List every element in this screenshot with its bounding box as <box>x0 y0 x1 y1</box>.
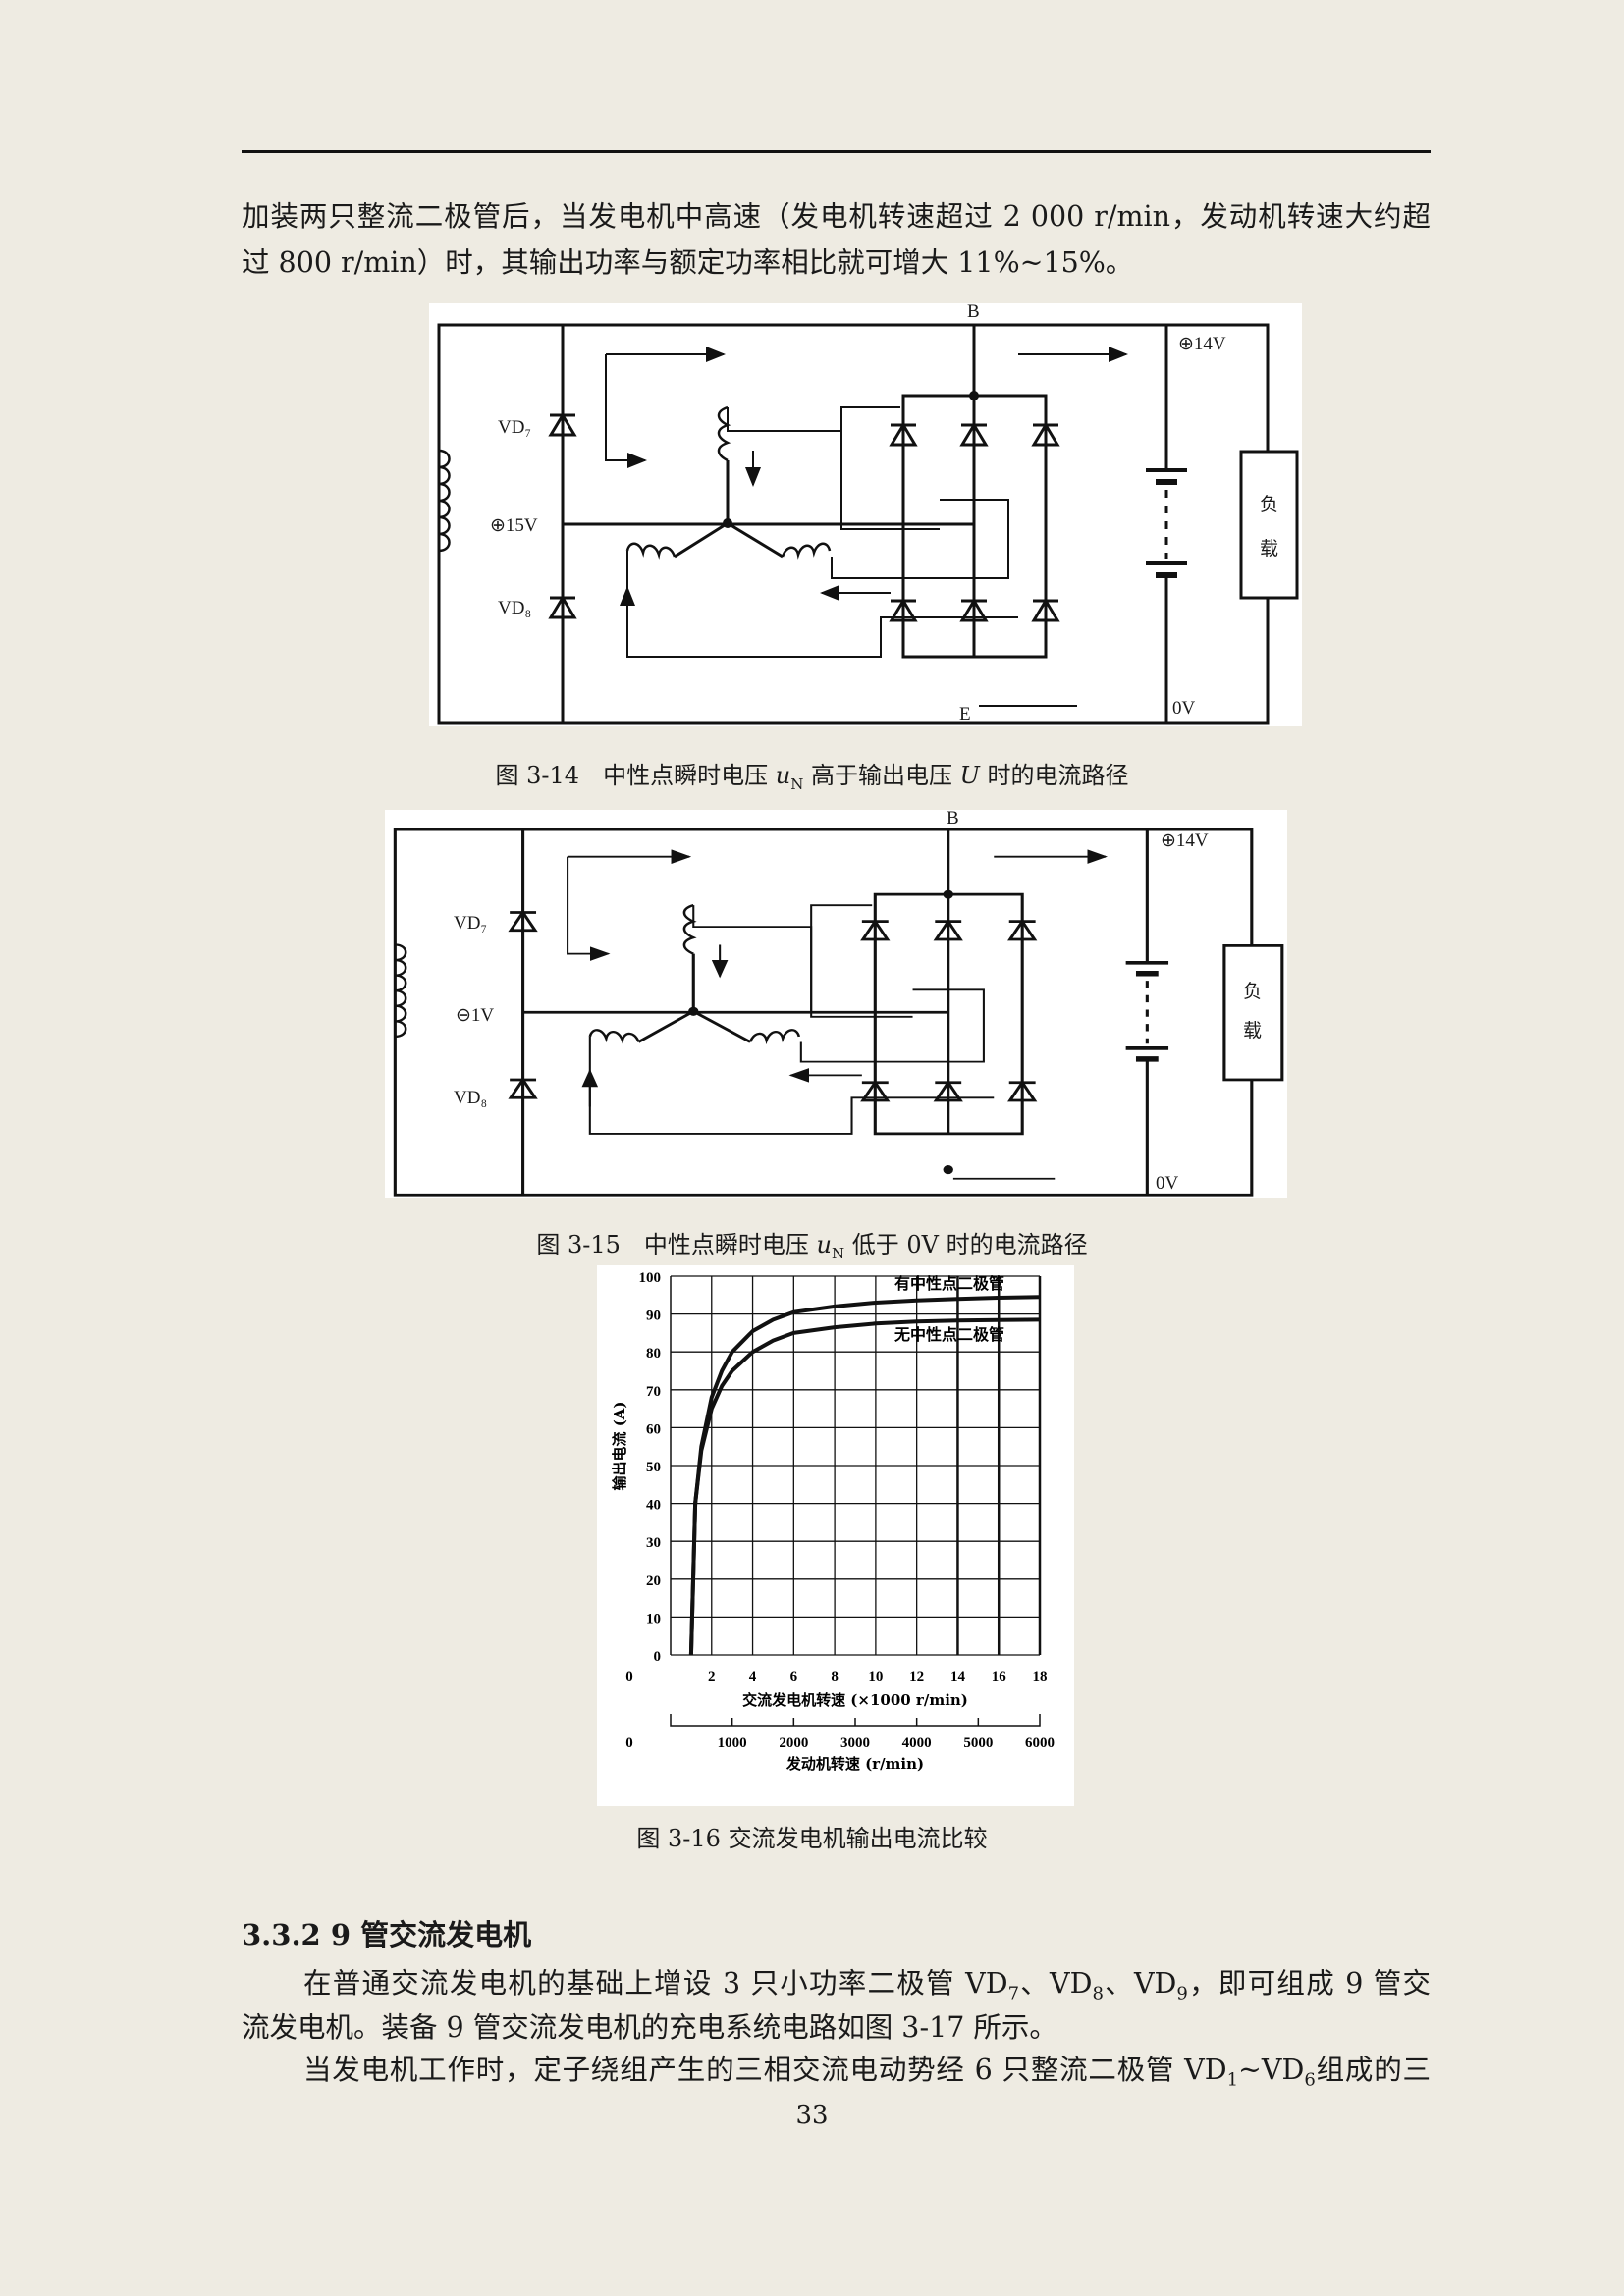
x2-tick-label: 4000 <box>902 1735 932 1751</box>
x2-tick-label: 5000 <box>963 1735 993 1751</box>
figure-3-15-circuit: B ⊕14V VD₇ ⊖1V VD₈ 0V 负 载 <box>385 808 1287 1198</box>
y-tick-label: 60 <box>646 1421 661 1437</box>
x-tick-label: 4 <box>749 1669 757 1684</box>
x2-tick-label: 6000 <box>1025 1735 1055 1751</box>
y-tick-label: 20 <box>646 1574 661 1589</box>
x-tick-label: 6 <box>790 1669 798 1684</box>
section-heading: 3.3.2 9 管交流发电机 <box>242 1918 532 1951</box>
y-tick-label: 80 <box>646 1346 661 1362</box>
x-axis-label: 交流发电机转速 (×1000 r/min) <box>742 1691 968 1709</box>
vd8-label: VD₈ <box>454 1088 488 1108</box>
series-line-1 <box>688 1295 1041 1656</box>
x-tick-label: 10 <box>868 1669 883 1684</box>
paragraph-line: 在普通交流发电机的基础上增设 3 只小功率二极管 VD7、VD8、VD9，即可组… <box>303 1967 1431 2004</box>
load-label: 负 <box>1260 495 1279 515</box>
x2-tick-label: 3000 <box>840 1735 870 1751</box>
load-label: 载 <box>1243 1021 1263 1041</box>
legend-label: 无中性点二极管 <box>893 1325 1004 1344</box>
zero-v-label: 0V <box>1156 1173 1179 1194</box>
paragraph-line: 加装两只整流二极管后，当发电机中高速（发电机转速超过 2 000 r/min，发… <box>242 200 1431 233</box>
header-rule <box>242 150 1431 153</box>
x2-tick-label: 2000 <box>779 1735 808 1751</box>
figure-3-14-caption: 图 3-14 中性点瞬时电压 uN 高于输出电压 U 时的电流路径 <box>495 762 1129 793</box>
x-tick-label: 2 <box>708 1669 716 1684</box>
x-tick-label: 18 <box>1033 1669 1048 1684</box>
x2-tick-label: 0 <box>625 1735 633 1751</box>
x-tick-label: 0 <box>625 1669 633 1684</box>
minus-1v-label: ⊖1V <box>456 1005 495 1026</box>
x-tick-label: 14 <box>950 1669 966 1684</box>
zero-v-label: 0V <box>1172 698 1196 719</box>
node-e-label: E <box>959 704 971 724</box>
page-number: 33 <box>795 2101 829 2130</box>
y-tick-label: 10 <box>646 1611 661 1627</box>
x-tick-label: 12 <box>909 1669 924 1684</box>
vd7-label: VD₇ <box>498 417 532 438</box>
y-tick-label: 50 <box>646 1460 661 1475</box>
paragraph-line: 流发电机。装备 9 管交流发电机的充电系统电路如图 3-17 所示。 <box>242 2011 1057 2044</box>
figure-3-16-caption: 图 3-16 交流发电机输出电流比较 <box>636 1825 988 1852</box>
circuit-diagram <box>385 810 1287 1198</box>
x-tick-label: 16 <box>992 1669 1006 1684</box>
plus-14v-label: ⊕14V <box>1178 334 1226 354</box>
load-label: 载 <box>1260 539 1279 560</box>
plus-15v-label: ⊕15V <box>490 515 538 536</box>
legend-label: 有中性点二极管 <box>894 1274 1004 1293</box>
vd8-label: VD₈ <box>498 598 532 618</box>
plus-14v-label: ⊕14V <box>1161 830 1209 851</box>
y-tick-label: 40 <box>646 1498 661 1514</box>
x2-axis-label: 发动机转速 (r/min) <box>785 1755 924 1773</box>
y-tick-label: 0 <box>654 1649 662 1665</box>
y-tick-label: 30 <box>646 1535 661 1551</box>
y-tick-label: 70 <box>646 1384 661 1400</box>
vd7-label: VD₇ <box>454 913 488 934</box>
series-line-2 <box>688 1317 1041 1656</box>
y-axis-label: 输出电流 (A) <box>611 1401 628 1490</box>
x2-tick-label: 1000 <box>718 1735 747 1751</box>
y-tick-label: 90 <box>646 1308 661 1324</box>
figure-3-14-circuit: B ⊕14V VD₇ ⊕15V VD₈ E 0V 负 载 <box>429 301 1302 726</box>
load-label: 负 <box>1243 982 1263 1002</box>
x-tick-label: 8 <box>831 1669 839 1684</box>
node-b-label: B <box>967 301 980 322</box>
figure-3-15-caption: 图 3-15 中性点瞬时电压 uN 低于 0V 时的电流路径 <box>536 1231 1088 1262</box>
circuit-diagram <box>429 303 1302 726</box>
y-tick-label: 100 <box>639 1270 662 1286</box>
node-b-label: B <box>947 808 959 828</box>
paragraph-line: 过 800 r/min）时，其输出功率与额定功率相比就可增大 11%~15%。 <box>242 246 1134 279</box>
paragraph-line: 当发电机工作时，定子绕组产生的三相交流电动势经 6 只整流二极管 VD1~VD6… <box>303 2054 1431 2091</box>
